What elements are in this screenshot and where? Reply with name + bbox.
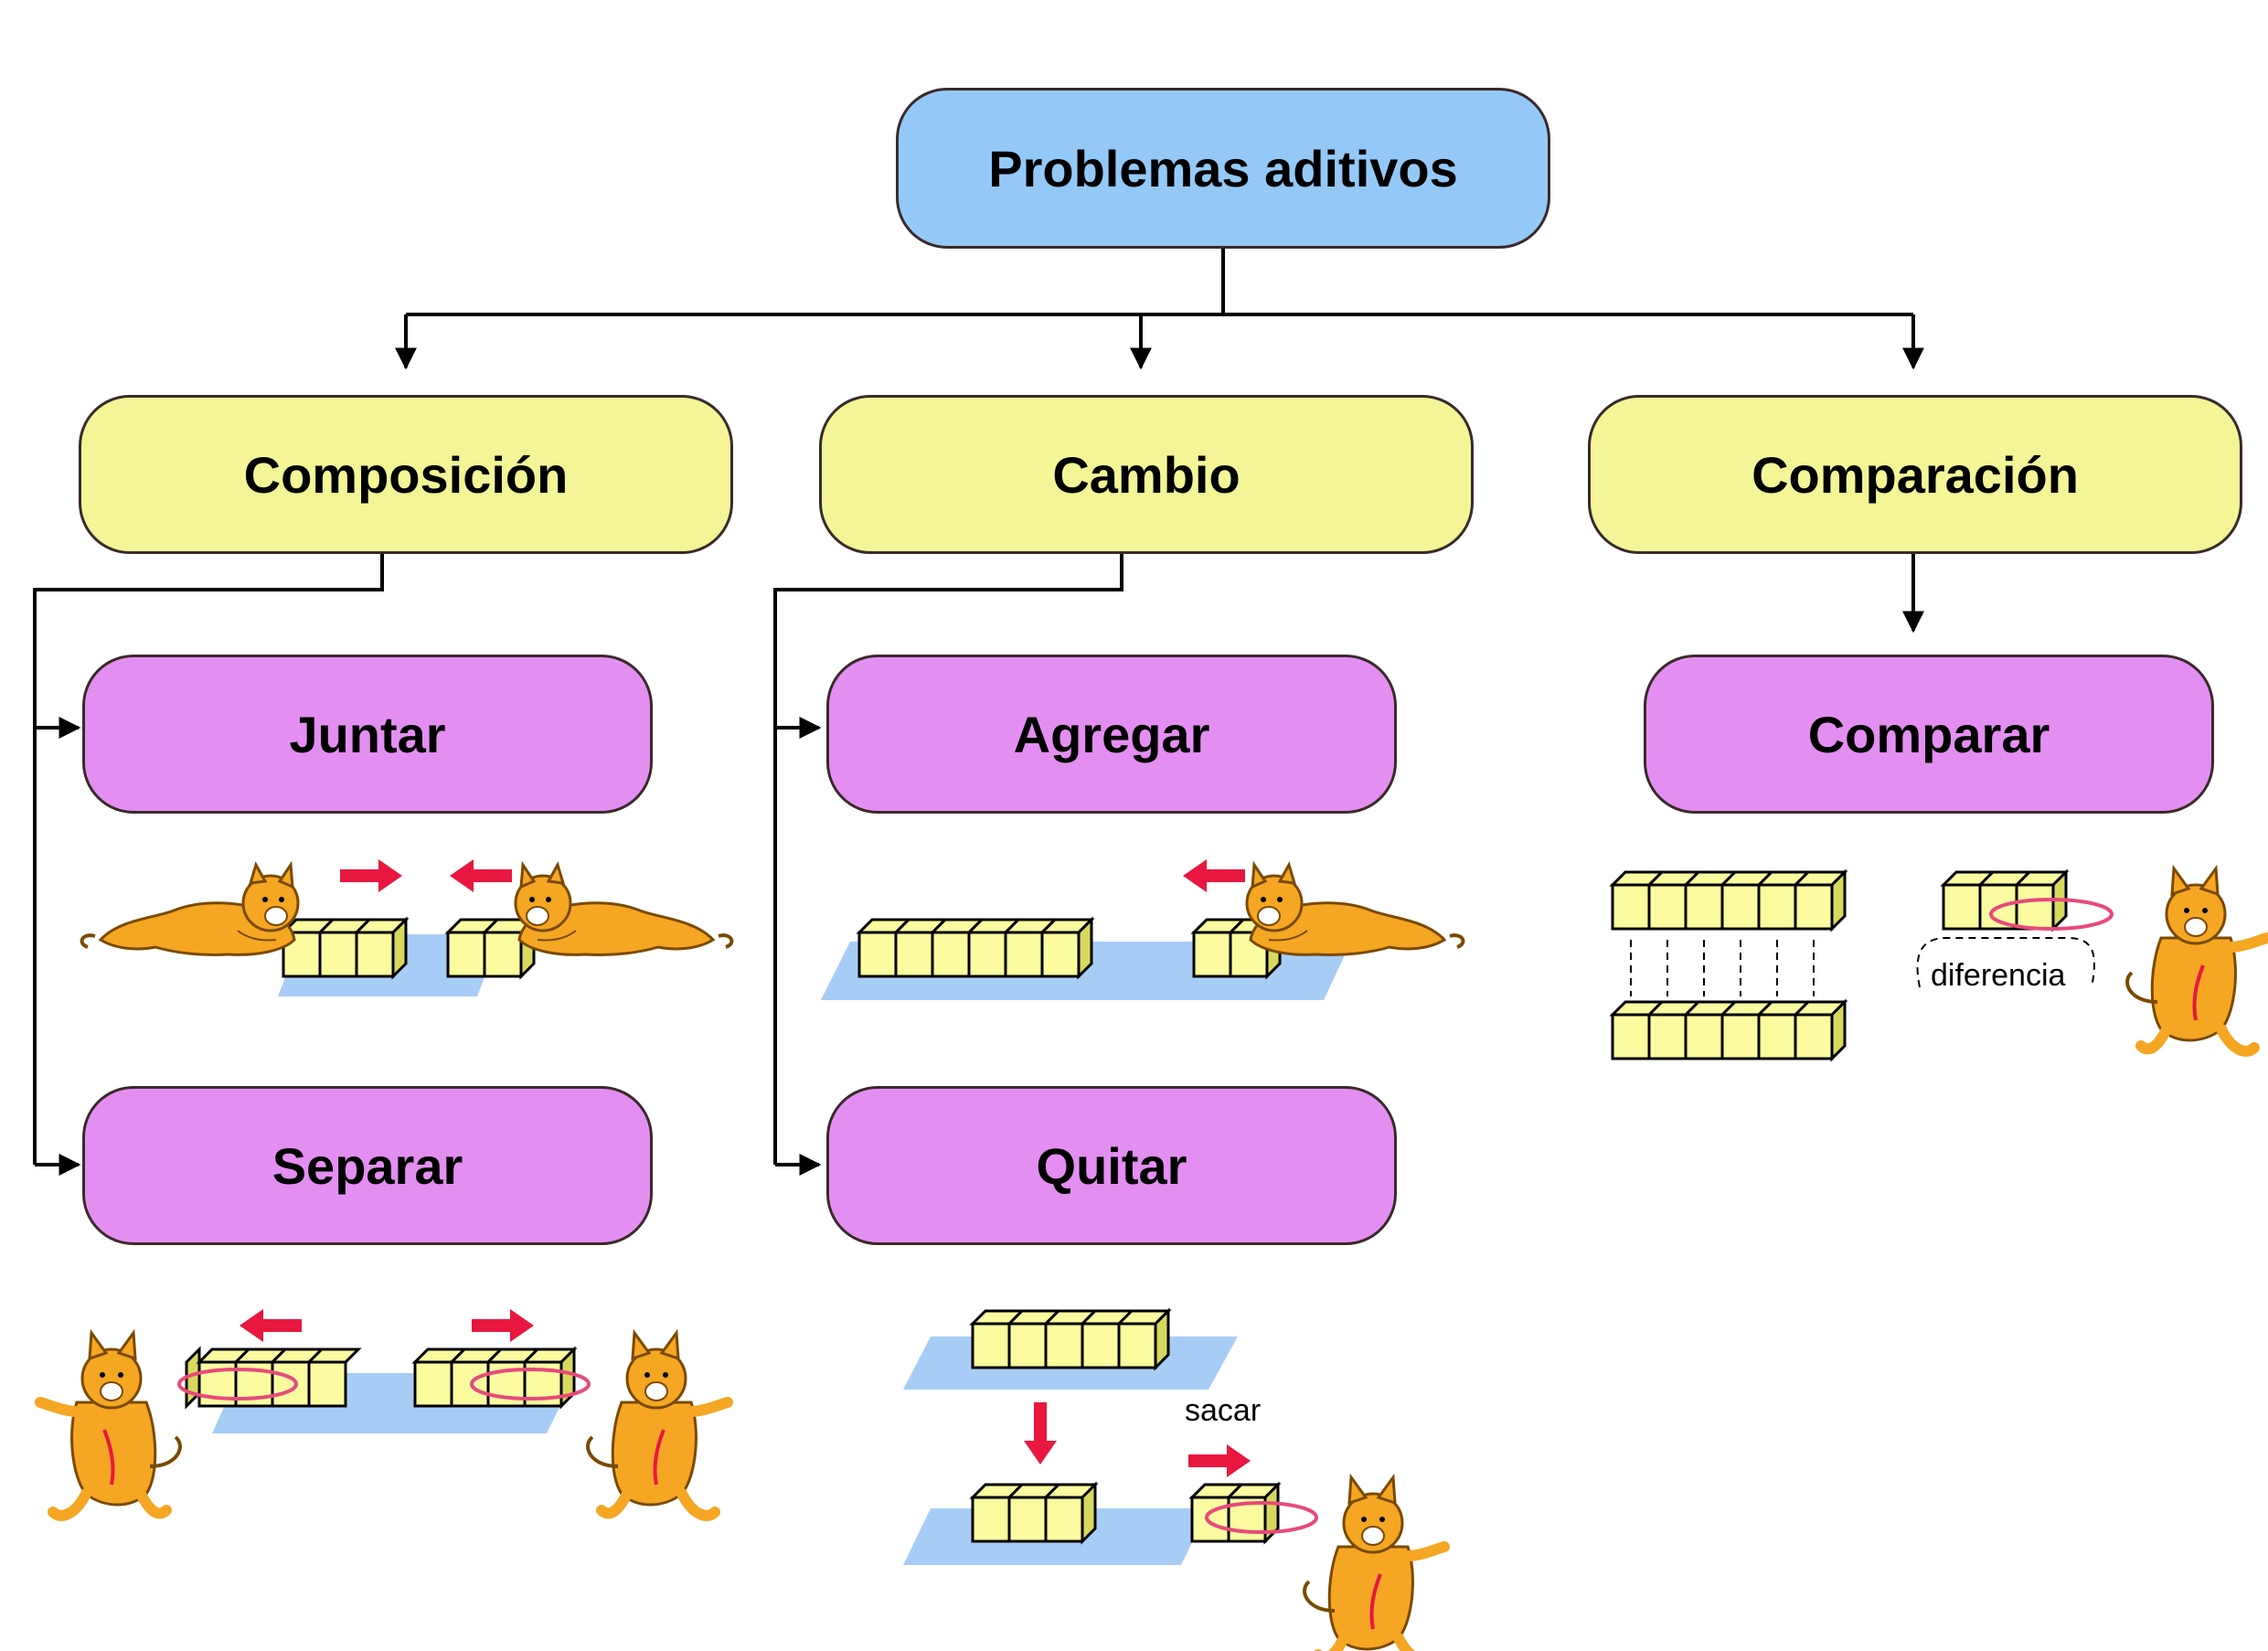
cat-pulling-icon (2127, 868, 2267, 1051)
red-arrow-icon (240, 1309, 302, 1342)
cat-pushing-icon (514, 863, 734, 957)
subtype-quitar: Quitar (826, 1086, 1397, 1245)
category-cambio: Cambio (819, 395, 1474, 554)
sacar-label: sacar (1185, 1393, 1262, 1428)
root-node: Problemas aditivos (896, 88, 1550, 249)
subtype-comparar: Comparar (1644, 655, 2214, 814)
subtype-agregar: Agregar (826, 655, 1397, 814)
subtype-juntar: Juntar (82, 655, 653, 814)
category-comparacion: Comparación (1588, 395, 2242, 554)
red-arrow-icon (1183, 859, 1245, 892)
red-arrow-icon (1188, 1444, 1251, 1477)
agregar-illustration (821, 859, 1465, 1000)
diferencia-label: diferencia (1931, 958, 2066, 993)
juntar-illustration (80, 859, 734, 996)
red-arrow-icon (472, 1309, 534, 1342)
red-arrow-icon (450, 859, 512, 892)
cat-pulling-icon (588, 1333, 728, 1516)
cat-pulling-icon (40, 1333, 180, 1516)
red-arrow-icon (340, 859, 402, 892)
separar-illustration (40, 1309, 728, 1516)
cat-pulling-icon (1304, 1477, 1444, 1651)
cat-pushing-icon (1245, 863, 1465, 957)
quitar-illustration (903, 1309, 1444, 1651)
category-composicion: Composición (79, 395, 733, 554)
comparar-illustration (1611, 868, 2267, 1060)
cat-pushing-icon (80, 863, 300, 957)
red-arrow-icon (1024, 1402, 1057, 1465)
subtype-separar: Separar (82, 1086, 653, 1245)
